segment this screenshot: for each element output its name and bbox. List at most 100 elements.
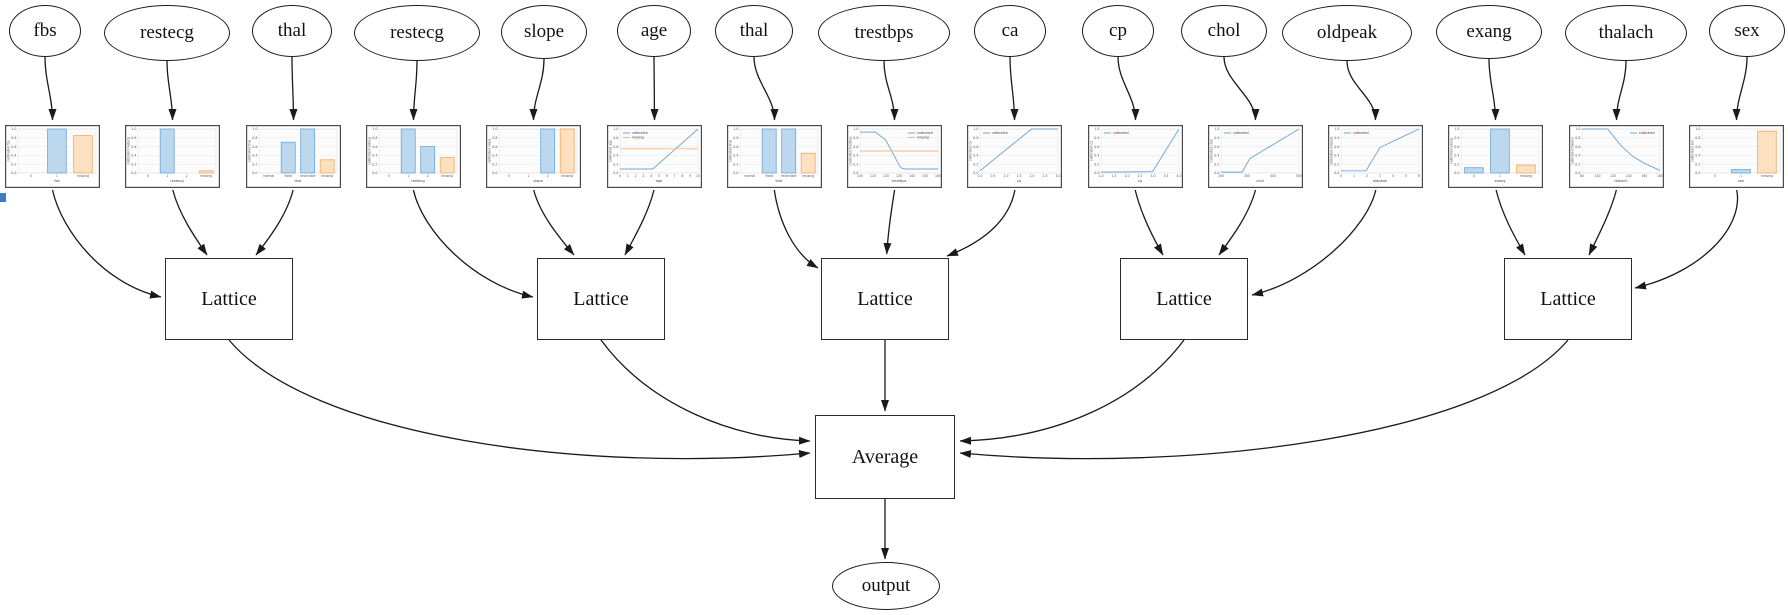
edge-lattice-0-to-average bbox=[228, 339, 811, 460]
feature-ellipse-trestbps-7: trestbps bbox=[818, 5, 950, 61]
x-tick-label: missing bbox=[802, 174, 814, 178]
y-axis-label: calibrated restecg bbox=[368, 137, 372, 165]
x-axis-label: restecg bbox=[170, 179, 183, 183]
edge-feature-to-chart-2 bbox=[289, 56, 298, 121]
edge-feature-to-chart-6 bbox=[753, 56, 779, 121]
y-axis-label: calibrated chol bbox=[1210, 139, 1214, 162]
y-tick-label: 0.0 bbox=[1695, 171, 1700, 175]
x-axis-label: slope bbox=[533, 179, 543, 183]
y-tick-label: 0.0 bbox=[1094, 171, 1099, 175]
feature-ellipse-exang-12: exang bbox=[1436, 5, 1542, 59]
y-tick-label: 0.2 bbox=[1334, 162, 1339, 166]
y-tick-label: 0.6 bbox=[131, 145, 136, 149]
x-tick-label: 140 bbox=[1626, 174, 1632, 178]
x-tick-label: 10 bbox=[696, 174, 700, 178]
series-calibrated bbox=[979, 128, 1058, 172]
x-axis-label: thalach bbox=[1614, 179, 1627, 183]
y-tick-label: 0.2 bbox=[1094, 162, 1099, 166]
bar-missing bbox=[73, 135, 93, 174]
x-tick-label: missing bbox=[321, 174, 333, 178]
y-tick-label: 0.2 bbox=[492, 162, 497, 166]
edge-chart-to-lattice-13 bbox=[1588, 189, 1618, 256]
edge-chart-to-lattice-4 bbox=[533, 189, 575, 256]
y-tick-label: 1.0 bbox=[613, 127, 618, 131]
x-tick-label: normal bbox=[744, 174, 755, 178]
feature-ellipse-restecg-1: restecg bbox=[104, 5, 230, 61]
bar-2 bbox=[420, 146, 436, 174]
x-tick-label: 7 bbox=[674, 174, 676, 178]
edge-feature-to-chart-9 bbox=[1117, 56, 1140, 121]
feature-ellipse-fbs-0: fbs bbox=[9, 5, 81, 57]
y-tick-label: 0.8 bbox=[853, 136, 858, 140]
x-tick-label: 1 bbox=[56, 174, 58, 178]
y-tick-label: 0.4 bbox=[1695, 154, 1700, 158]
x-tick-label: 160 bbox=[1641, 174, 1647, 178]
x-axis-label: trestbps bbox=[892, 179, 907, 183]
y-tick-label: 1.0 bbox=[1094, 127, 1099, 131]
x-tick-label: 3.0 bbox=[1056, 174, 1061, 178]
lattice-box-4: Lattice bbox=[1504, 258, 1632, 340]
legend-label: calibrated bbox=[1113, 131, 1129, 135]
x-tick-label: 100 bbox=[1595, 174, 1601, 178]
y-tick-label: 0.2 bbox=[733, 162, 738, 166]
x-tick-label: 5 bbox=[658, 174, 660, 178]
feature-label: thal bbox=[277, 20, 307, 41]
edge-chart-to-lattice-12 bbox=[1495, 189, 1526, 256]
y-tick-label: 0.2 bbox=[853, 162, 858, 166]
feature-ellipse-age-5: age bbox=[617, 5, 691, 57]
feature-label: trestbps bbox=[854, 22, 914, 43]
y-tick-label: 0.0 bbox=[1334, 171, 1339, 175]
y-tick-label: 0.4 bbox=[252, 154, 257, 158]
y-tick-label: 1.0 bbox=[372, 127, 377, 131]
series-calibrated bbox=[1221, 128, 1300, 173]
lattice-label: Lattice bbox=[573, 287, 629, 310]
feature-label: thal bbox=[739, 20, 769, 41]
lattice-label: Lattice bbox=[1540, 287, 1596, 310]
x-tick-label: 1 bbox=[627, 174, 629, 178]
y-tick-label: 0.6 bbox=[613, 145, 618, 149]
feature-ellipse-slope-4: slope bbox=[501, 5, 587, 59]
y-tick-label: 0.0 bbox=[613, 171, 618, 175]
x-tick-label: 1 bbox=[1353, 174, 1355, 178]
x-tick-label: 2.0 bbox=[1030, 174, 1035, 178]
x-tick-label: 2 bbox=[427, 174, 429, 178]
y-tick-label: 0.4 bbox=[1334, 154, 1339, 158]
x-tick-label: 0 bbox=[388, 174, 390, 178]
x-tick-label: normal bbox=[263, 174, 274, 178]
x-axis-label: age bbox=[656, 179, 663, 183]
y-tick-label: 1.0 bbox=[1695, 127, 1700, 131]
x-tick-label: 300 bbox=[1244, 174, 1250, 178]
x-tick-label: 4 bbox=[1392, 174, 1394, 178]
bar-1 bbox=[1731, 169, 1751, 174]
y-tick-label: 0.6 bbox=[372, 145, 377, 149]
y-axis-label: calibrated cp bbox=[1090, 141, 1094, 161]
edge-chart-to-lattice-5 bbox=[624, 189, 655, 256]
y-axis-label: calibrated age bbox=[609, 140, 613, 162]
x-tick-label: 2.0 bbox=[1125, 174, 1130, 178]
y-tick-label: 0.4 bbox=[733, 154, 738, 158]
y-tick-label: 0.0 bbox=[372, 171, 377, 175]
x-tick-label: 3 bbox=[1379, 174, 1381, 178]
edge-chart-to-lattice-10 bbox=[1218, 189, 1257, 256]
y-tick-label: 0.0 bbox=[252, 171, 257, 175]
y-tick-label: 1.0 bbox=[853, 127, 858, 131]
series-calibrated bbox=[1100, 128, 1180, 173]
feature-label: age bbox=[640, 20, 668, 41]
feature-label: restecg bbox=[140, 22, 194, 43]
x-tick-label: 0 bbox=[619, 174, 621, 178]
feature-ellipse-thal-2: thal bbox=[252, 5, 332, 57]
lattice-box-2: Lattice bbox=[821, 258, 949, 340]
y-tick-label: 0.6 bbox=[1214, 145, 1219, 149]
y-tick-label: 0.8 bbox=[1695, 136, 1700, 140]
